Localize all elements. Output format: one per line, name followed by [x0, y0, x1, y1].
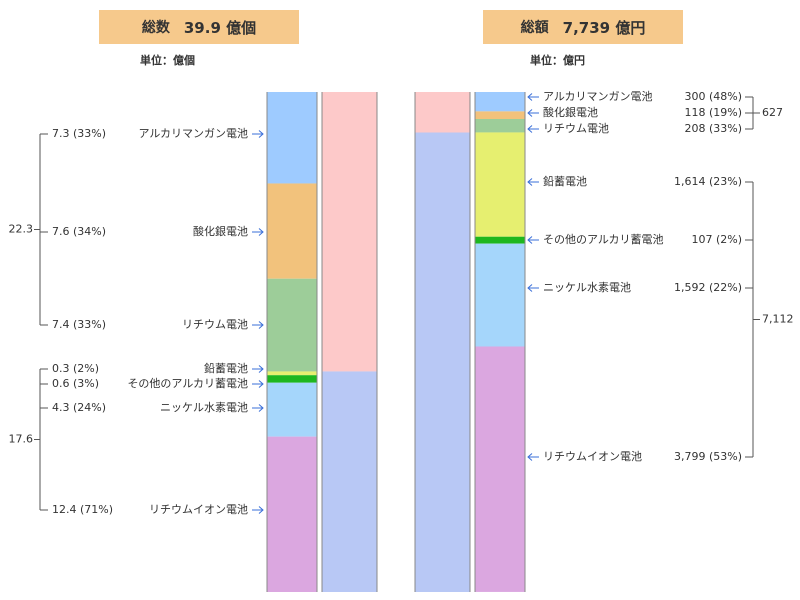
left-arrow-1-head — [258, 228, 264, 236]
left-category-label-4: その他のアルカリ蓄電池 — [127, 377, 248, 390]
left-title-box: 総数 39.9 億個 — [99, 10, 299, 44]
left-unit-label: 単位：億個 — [140, 54, 195, 67]
left-stack-segment-1 — [267, 183, 317, 279]
right-value-label-5: 1,592 (22%) — [674, 281, 742, 294]
left-category-label-6: リチウムイオン電池 — [149, 503, 248, 516]
left-stack-segment-3 — [267, 371, 317, 376]
left-group-total-1: 17.6 — [9, 433, 34, 446]
left-category-label-2: リチウム電池 — [182, 318, 248, 331]
right-value-label-3: 1,614 (23%) — [674, 175, 742, 188]
left-category-label-1: 酸化銀電池 — [193, 224, 248, 238]
left-arrow-4-head — [258, 380, 264, 388]
right-category-label-4: その他のアルカリ蓄電池 — [543, 233, 664, 246]
left-arrow-3-head — [258, 365, 264, 373]
left-stack-segment-0 — [267, 92, 317, 184]
right-title-label: 総額 — [520, 20, 549, 36]
left-value-label-1: 7.6 (34%) — [52, 225, 106, 238]
left-arrow-6-head — [258, 506, 264, 514]
left-category-label-3: 鉛蓄電池 — [204, 361, 248, 375]
left-value-label-0: 7.3 (33%) — [52, 127, 106, 140]
right-arrow-1-head — [527, 109, 533, 117]
right-stack-segment-0 — [475, 92, 525, 112]
left-value-label-4: 0.6 (3%) — [52, 377, 99, 390]
right-title-box: 総額 7,739 億円 — [483, 10, 683, 44]
right-arrow-3-head — [527, 178, 533, 186]
right-value-label-1: 118 (19%) — [684, 106, 742, 119]
right-stack-segment-1 — [475, 111, 525, 120]
right-category-label-1: 酸化銀電池 — [543, 105, 598, 119]
right-stack-segment-2 — [475, 119, 525, 133]
right-category-label-6: リチウムイオン電池 — [543, 450, 642, 463]
right-totals-secondary-total-bar — [415, 132, 470, 593]
right-value-label-2: 208 (33%) — [684, 122, 742, 135]
left-value-label-2: 7.4 (33%) — [52, 318, 106, 331]
right-stack-segment-3 — [475, 132, 525, 237]
right-arrow-2-head — [527, 125, 533, 133]
right-totals-primary-total-bar — [415, 92, 470, 133]
right-value-label-4: 107 (2%) — [691, 233, 742, 246]
left-title-value: 39.9 億個 — [183, 18, 257, 37]
left-arrow-0-head — [258, 130, 264, 138]
right-value-label-6: 3,799 (53%) — [674, 450, 742, 463]
left-title-label: 総数 — [141, 20, 170, 36]
left-stack-segment-4 — [267, 375, 317, 383]
right-value-label-0: 300 (48%) — [684, 90, 742, 103]
left-value-label-5: 4.3 (24%) — [52, 401, 106, 414]
right-group-total-1: 7,112 — [762, 313, 794, 326]
left-value-label-6: 12.4 (71%) — [52, 503, 113, 516]
right-title-value: 7,739 億円 — [562, 18, 646, 37]
right-category-label-0: アルカリマンガン電池 — [543, 90, 653, 103]
right-category-label-5: ニッケル水素電池 — [543, 281, 631, 294]
left-stack-segment-2 — [267, 278, 317, 372]
left-arrow-5-head — [258, 404, 264, 412]
right-stack-segment-4 — [475, 236, 525, 244]
left-value-label-3: 0.3 (2%) — [52, 362, 99, 375]
right-arrow-4-head — [527, 236, 533, 244]
left-category-label-5: ニッケル水素電池 — [160, 401, 248, 414]
left-arrow-2-head — [258, 321, 264, 329]
right-category-label-2: リチウム電池 — [543, 122, 609, 135]
right-arrow-0-head — [527, 93, 533, 101]
left-category-label-0: アルカリマンガン電池 — [138, 127, 248, 140]
right-stack-segment-6 — [475, 346, 525, 592]
right-arrow-5-head — [527, 284, 533, 292]
right-category-label-3: 鉛蓄電池 — [543, 174, 587, 188]
left-group-total-0: 22.3 — [9, 223, 34, 236]
left-totals-secondary-total-bar — [322, 371, 377, 592]
left-stack-segment-5 — [267, 382, 317, 437]
right-group-total-0: 627 — [762, 106, 783, 119]
left-stack-segment-6 — [267, 436, 317, 592]
right-stack-segment-5 — [475, 243, 525, 347]
left-totals-primary-total-bar — [322, 92, 377, 372]
right-unit-label: 単位：億円 — [530, 54, 585, 67]
right-arrow-6-head — [527, 453, 533, 461]
